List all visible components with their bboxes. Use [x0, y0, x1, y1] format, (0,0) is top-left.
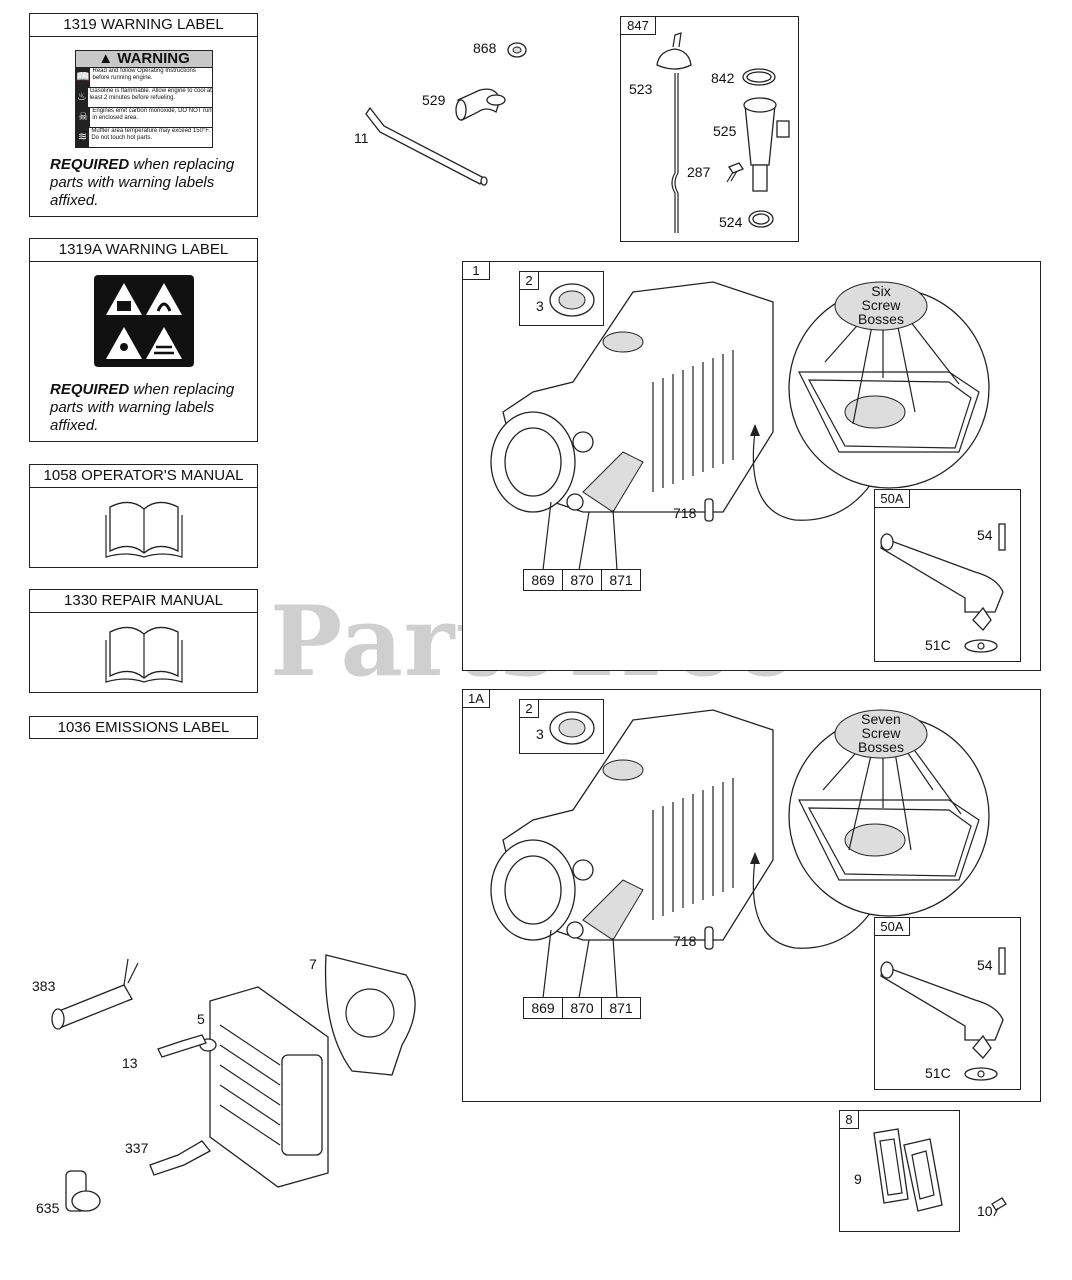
valve-cover-gasket-tag: 8	[839, 1110, 859, 1129]
part-10-label: 10	[977, 1203, 993, 1219]
warning-line-1: 📖 Read and follow Operating Instructions…	[76, 68, 212, 88]
fumes-icon: ☠	[76, 108, 91, 127]
part-3-label: 3	[536, 726, 544, 742]
warning-required-note: REQUIRED when replacing parts with warni…	[50, 156, 235, 209]
bubble-label-block-1: Six Screw Bosses	[858, 283, 904, 327]
part-868-label: 868	[473, 40, 497, 56]
part-635-label: 635	[36, 1200, 60, 1216]
crankcase-drawing	[490, 709, 990, 999]
callout-group-block-1a: 869 870 871	[523, 997, 641, 1019]
cylinder-block-1-tag: 1	[462, 261, 490, 280]
part-524-label: 524	[719, 214, 743, 230]
emissions-label-box: 1036 EMISSIONS LABEL	[29, 716, 258, 739]
dipstick-assembly-tag: 847	[620, 16, 656, 35]
breather-tube-box: 50A 54 51C	[874, 917, 1021, 1090]
dipstick-assembly-box: 847 523 842 525 287 524	[620, 16, 799, 242]
manual-icon: 📖	[76, 68, 91, 87]
callout-870: 870	[563, 570, 602, 590]
tube-11-shape	[365, 106, 485, 185]
warning-heading: WARNING	[117, 50, 190, 67]
seal-subassembly-box: 2 3	[519, 699, 604, 754]
book-icon	[105, 501, 183, 558]
warning-a-required-note: REQUIRED when replacing parts with warni…	[50, 381, 235, 434]
breather-tube-tag: 50A	[874, 917, 910, 936]
part-718-label: 718	[673, 505, 697, 521]
warning-triangle-icon: ▲	[98, 50, 114, 67]
callout-871: 871	[609, 1000, 633, 1016]
repair-manual-box: 1330 REPAIR MANUAL	[29, 589, 258, 693]
breather-tube-tag: 50A	[874, 489, 910, 508]
callout-870: 870	[563, 998, 602, 1018]
oil-seal-drawing	[549, 283, 595, 317]
dipstick-drawing	[656, 32, 790, 233]
seal-subassembly-tag: 2	[519, 699, 539, 718]
cylinder-block-1a-box: 1A 2 3 Seven Screw Bosses 718 869 8	[462, 689, 1041, 1102]
seal-subassembly-tag: 2	[519, 271, 539, 290]
operators-manual-title: 1058 OPERATOR'S MANUAL	[30, 465, 257, 488]
part-7-label: 7	[309, 956, 317, 972]
hot-surface-icon: ≋	[76, 128, 90, 147]
warning-line-2: ♨ Gasoline is flammable. Allow engine to…	[76, 88, 212, 108]
warning-label-a-title: 1319A WARNING LABEL	[30, 239, 257, 262]
oil-seal-drawing	[549, 711, 595, 745]
warning-pictogram-grid	[94, 275, 194, 367]
part-383-label: 383	[32, 978, 56, 994]
warning-label-a-box: 1319A WARNING LABEL REQUIRED when replac…	[29, 238, 258, 442]
top-parts-drawing	[365, 42, 527, 186]
warning-label-box: 1319 WARNING LABEL ▲ WARNING 📖 Read and …	[29, 13, 258, 217]
part-529-label: 529	[422, 92, 446, 108]
emissions-label-title: 1036 EMISSIONS LABEL	[57, 719, 230, 736]
part-51c-label: 51C	[925, 1065, 951, 1081]
pictogram-icons	[106, 283, 182, 359]
cylinder-block-1a-tag: 1A	[462, 689, 490, 708]
valve-cover-gasket-box: 8 9	[839, 1110, 960, 1232]
crankcase-drawing	[490, 281, 990, 571]
part-9-label: 9	[854, 1171, 862, 1187]
part-842-label: 842	[711, 70, 735, 86]
breather-tube-drawing	[880, 523, 1006, 653]
warning-sticker-header: ▲ WARNING	[76, 51, 212, 68]
book-icon	[105, 626, 183, 683]
callout-871: 871	[609, 572, 633, 588]
breather-tube-drawing	[880, 947, 1006, 1081]
part-3-label: 3	[536, 298, 544, 314]
screw-10-drawing	[991, 1197, 1007, 1217]
part-718-label: 718	[673, 933, 697, 949]
callout-869: 869	[524, 570, 563, 590]
warning-line-3: ☠ Engines emit carbon monoxide, DO NOT r…	[76, 108, 212, 128]
warning-sticker: ▲ WARNING 📖 Read and follow Operating In…	[75, 50, 213, 148]
callout-869: 869	[524, 998, 563, 1018]
callout-group-block-1: 869 870 871	[523, 569, 641, 591]
repair-manual-title: 1330 REPAIR MANUAL	[30, 590, 257, 613]
part-11-label: 11	[354, 130, 369, 146]
part-54-label: 54	[977, 527, 993, 543]
warning-label-title: 1319 WARNING LABEL	[30, 14, 257, 37]
fire-icon: ♨	[76, 88, 88, 107]
cylinder-head-drawing	[51, 954, 416, 1212]
part-13-label: 13	[122, 1055, 138, 1071]
part-523-label: 523	[629, 81, 653, 97]
seal-subassembly-box: 2 3	[519, 271, 604, 326]
operators-manual-box: 1058 OPERATOR'S MANUAL	[29, 464, 258, 568]
part-54-label: 54	[977, 957, 993, 973]
part-287-label: 287	[687, 164, 711, 180]
part-525-label: 525	[713, 123, 737, 139]
valve-cover-gasket-drawing	[873, 1128, 943, 1212]
warning-line-4: ≋ Muffler area temperature may exceed 15…	[76, 128, 212, 147]
breather-tube-box: 50A 54 51C	[874, 489, 1021, 662]
part-337-label: 337	[125, 1140, 149, 1156]
part-51c-label: 51C	[925, 637, 951, 653]
bubble-label-block-1a: Seven Screw Bosses	[858, 711, 904, 755]
cylinder-block-1-box: 1 2 3 Six Screw Bosses 718	[462, 261, 1041, 671]
part-5-label: 5	[197, 1011, 205, 1027]
